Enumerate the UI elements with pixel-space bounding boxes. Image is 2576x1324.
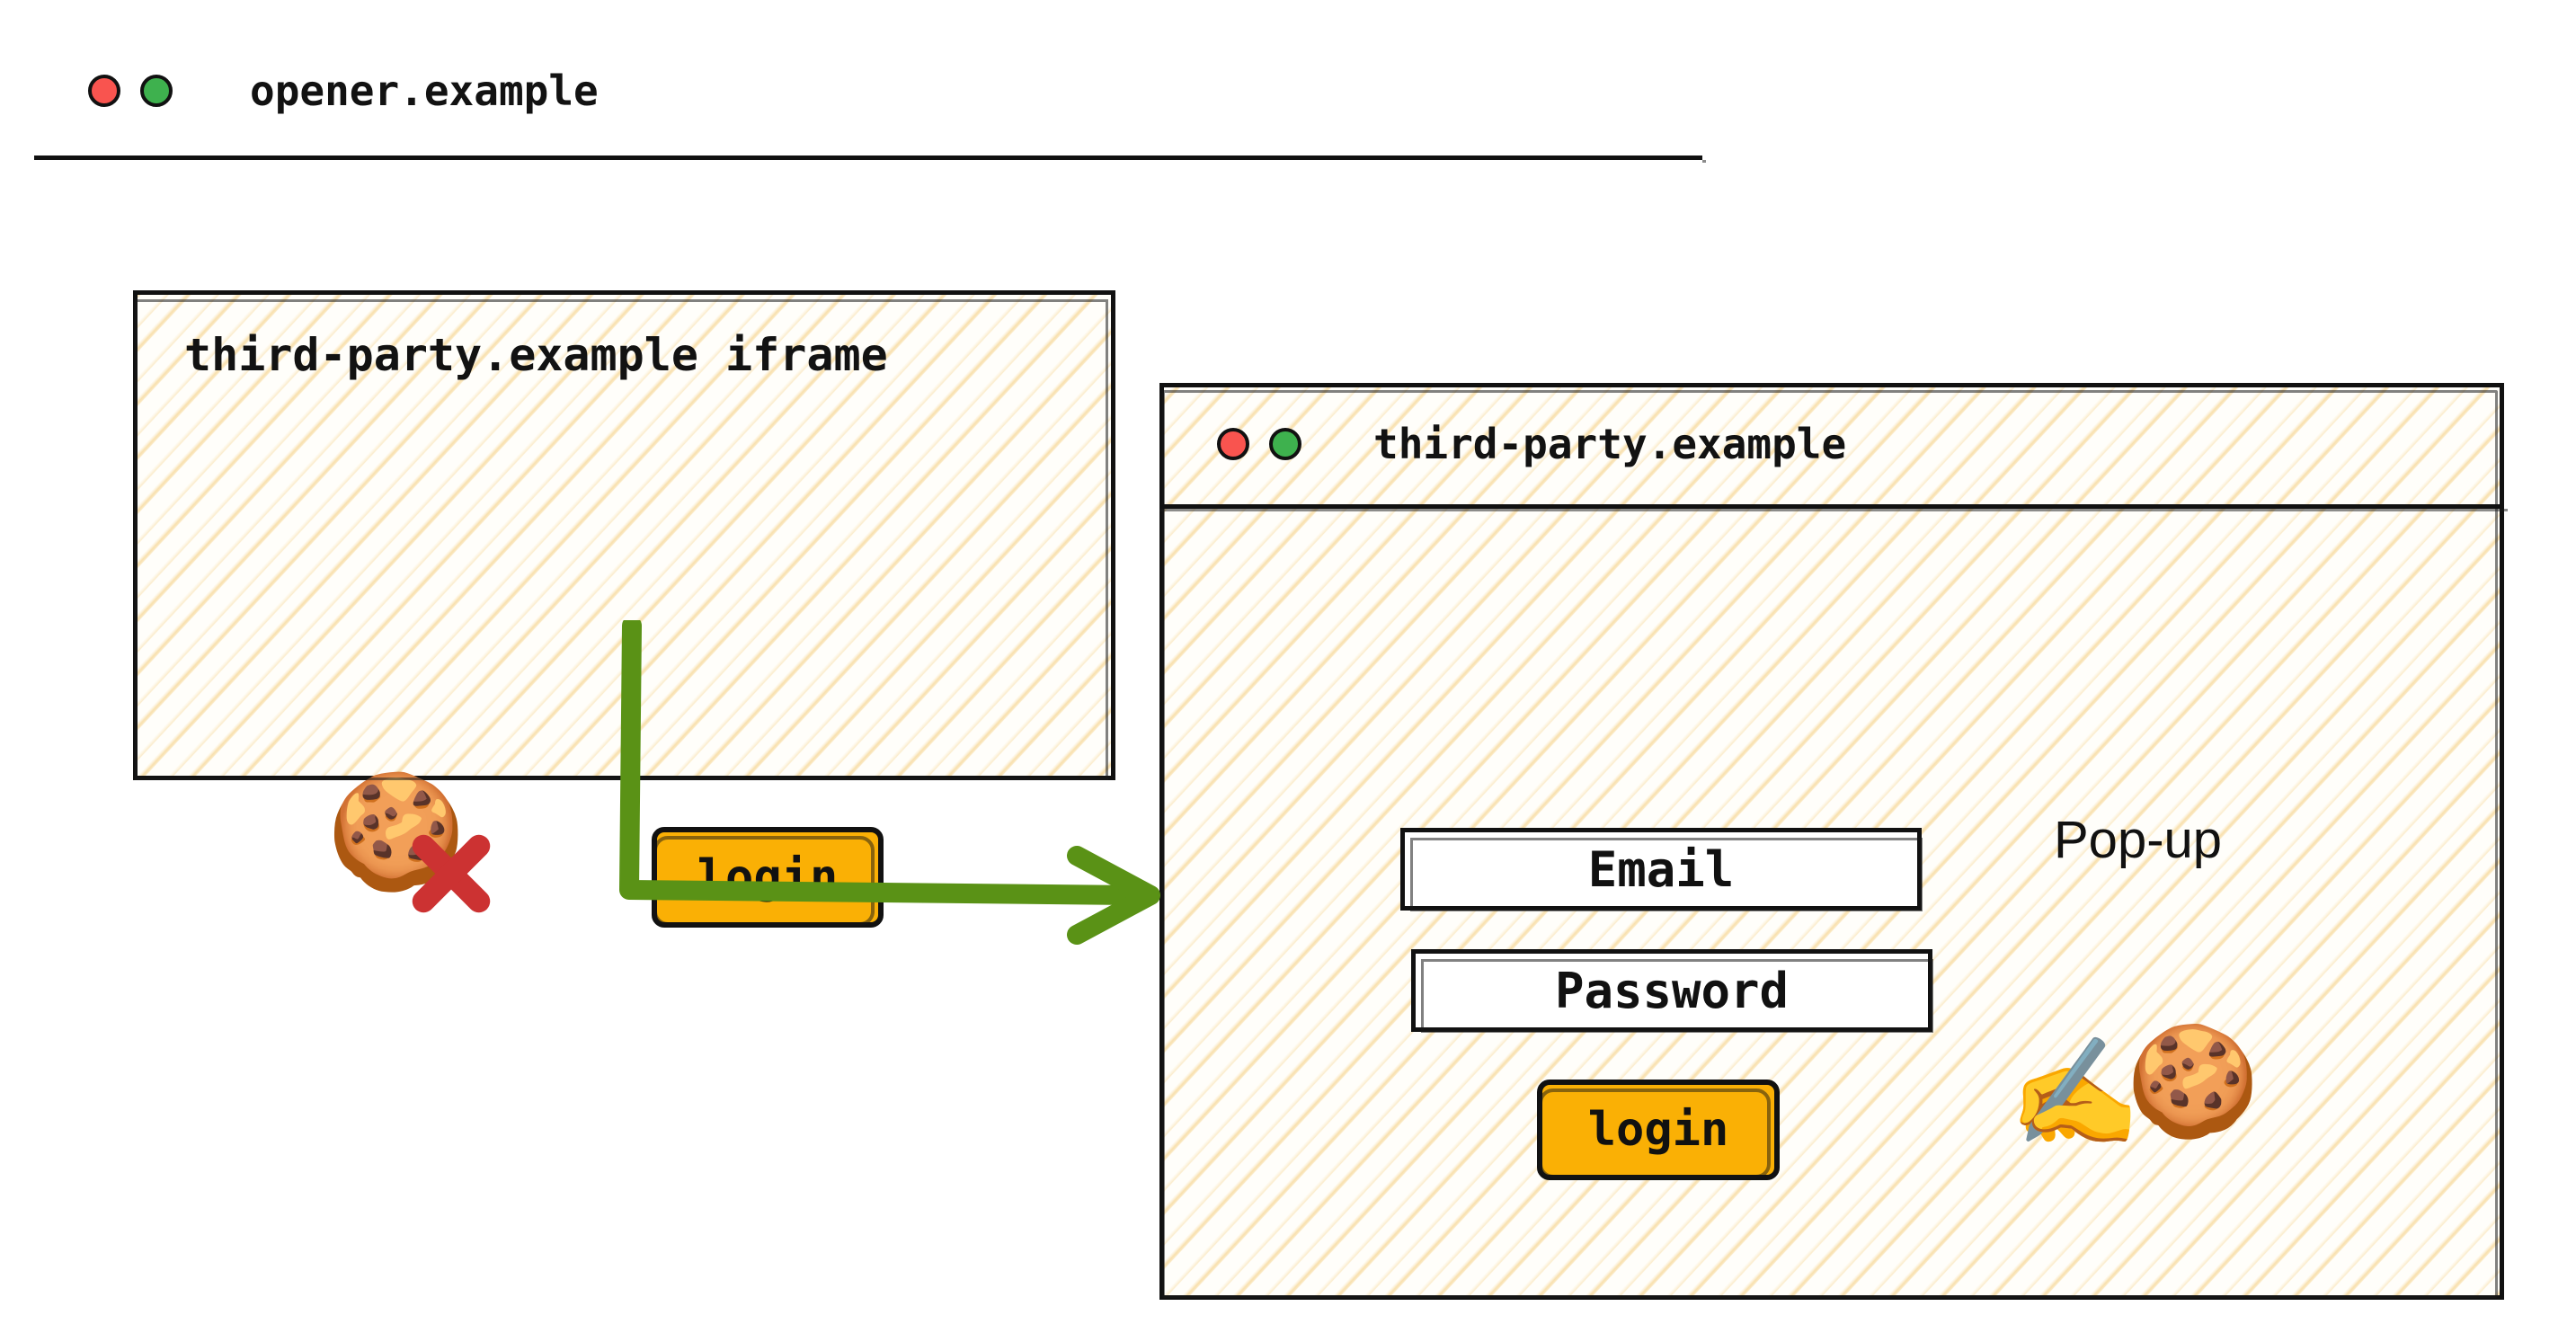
popup-window-title: third-party.example — [1373, 419, 1847, 468]
opener-titlebar: opener.example — [34, 25, 1706, 163]
iframe-label: third-party.example iframe — [184, 329, 888, 381]
blocked-x-icon — [398, 821, 504, 927]
email-input[interactable]: Email — [1400, 828, 1923, 911]
third-party-iframe: third-party.example iframe 🍪 login — [133, 290, 1115, 928]
cookie-icon: 🍪 — [2126, 1019, 2261, 1144]
popup-window-body: Email Password login Pop-up ✍️ 🍪 — [1159, 509, 2504, 1300]
maximize-dot-icon[interactable] — [140, 74, 173, 107]
writing-hand-icon: ✍️ — [2009, 1030, 2141, 1154]
popup-label: Pop-up — [2054, 811, 2223, 869]
popup-login-button[interactable]: login — [1537, 1080, 1780, 1180]
popup-browser-window: third-party.example Email Password login… — [1159, 383, 2508, 1300]
opener-window-title: opener.example — [250, 66, 599, 115]
popup-window-frame — [1159, 383, 2504, 1300]
close-dot-icon[interactable] — [1217, 427, 1249, 460]
maximize-dot-icon[interactable] — [1269, 427, 1301, 460]
iframe-login-button[interactable]: login — [652, 827, 884, 928]
close-dot-icon[interactable] — [88, 74, 120, 107]
popup-titlebar: third-party.example — [1159, 383, 2508, 511]
blocked-cookie-group: 🍪 — [326, 776, 506, 937]
password-input[interactable]: Password — [1411, 949, 1933, 1033]
popup-traffic-lights — [1217, 427, 1301, 460]
opener-traffic-lights — [88, 74, 173, 107]
